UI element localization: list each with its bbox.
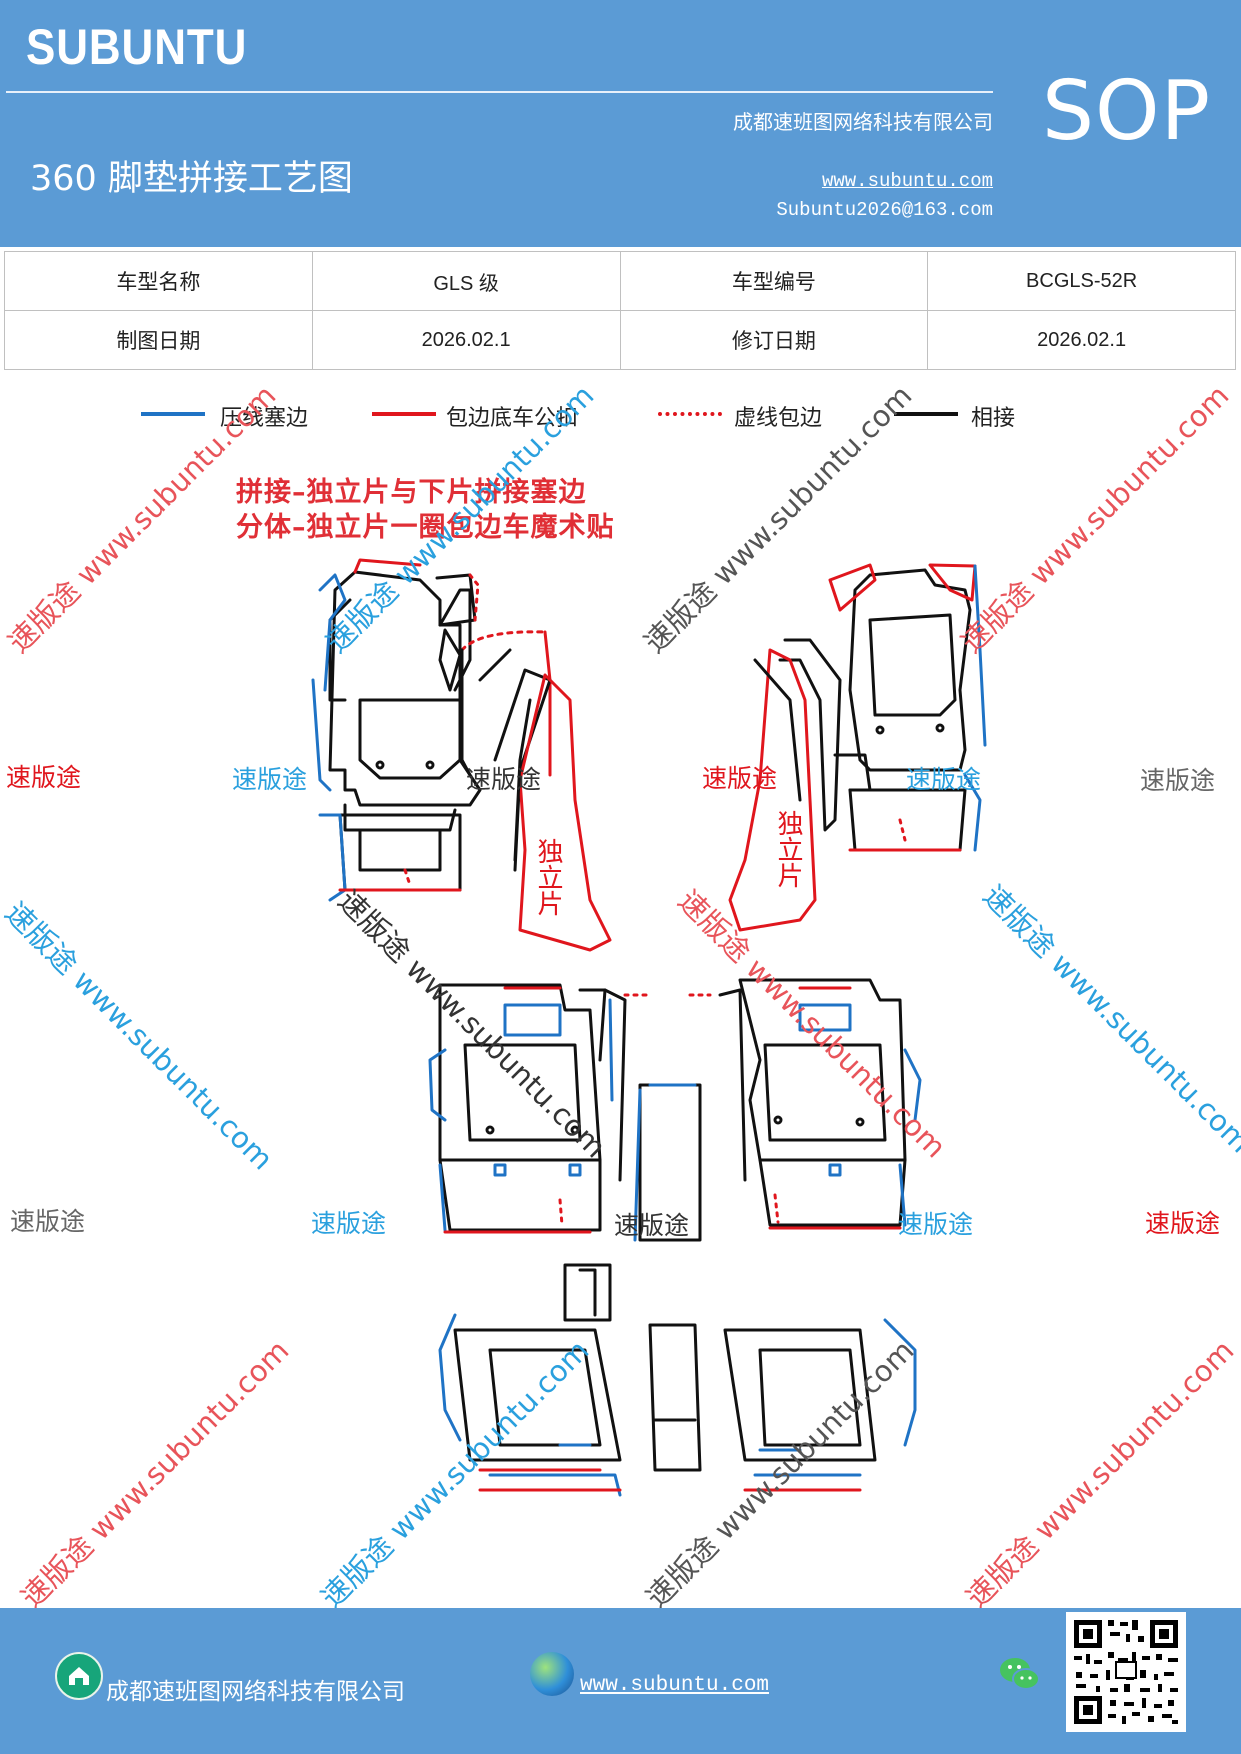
header-bar xyxy=(0,0,1241,247)
piece-label-right-text: 独立片 xyxy=(773,810,803,888)
table-row: 车型名称 GLS 级 车型编号 BCGLS-52R xyxy=(4,251,1236,311)
legend-swatch-black xyxy=(894,412,958,416)
home-icon xyxy=(55,1652,103,1700)
header-website-link[interactable]: www.subuntu.com xyxy=(821,170,993,192)
model-code-label: 车型编号 xyxy=(619,251,929,311)
qr-code xyxy=(1066,1612,1186,1732)
home-icon-glyph xyxy=(69,1667,89,1685)
rear-row-mats xyxy=(438,1263,917,1497)
header-email: Subuntu2026@163.com xyxy=(776,199,993,221)
draw-date-value: 2026.02.1 xyxy=(311,310,621,370)
piece-label-left: 独立片 xyxy=(533,838,563,916)
sop-badge: SOP xyxy=(1042,64,1212,159)
qr-code-pattern xyxy=(1074,1620,1178,1724)
legend-label: 包边底车公扣 xyxy=(446,406,579,431)
wechat-icon-glyph xyxy=(1000,1658,1040,1690)
table-row: 制图日期 2026.02.1 修订日期 2026.02.1 xyxy=(4,310,1236,370)
footer-company: 成都速班图网络科技有限公司 xyxy=(106,1679,405,1705)
vehicle-info-table: 车型名称 GLS 级 车型编号 BCGLS-52R 制图日期 2026.02.1… xyxy=(4,251,1236,370)
piece-label-right: 独立片 xyxy=(773,810,803,888)
legend-label: 虚线包边 xyxy=(734,406,823,431)
globe-icon xyxy=(530,1652,574,1696)
footer-website-link[interactable]: www.subuntu.com xyxy=(580,1674,770,1697)
brand-logo: SUBUNTU xyxy=(26,19,248,75)
header-company: 成都速班图网络科技有限公司 xyxy=(733,110,993,134)
revise-date-label: 修订日期 xyxy=(619,310,929,370)
legend-swatch-red-dotted xyxy=(658,412,722,416)
legend-swatch-red xyxy=(372,412,436,416)
front-right-mat xyxy=(728,563,987,932)
wechat-icon[interactable] xyxy=(996,1652,1044,1696)
revise-date-value: 2026.02.1 xyxy=(927,310,1236,370)
front-left-mat xyxy=(311,558,612,952)
middle-row-mats xyxy=(428,978,922,1242)
header-divider xyxy=(6,91,993,93)
model-name-value: GLS 级 xyxy=(311,251,621,311)
piece-label-left-text: 独立片 xyxy=(533,838,563,916)
note-line-2: 分体–独立片一圈包边车魔术贴 xyxy=(236,512,615,543)
legend-label: 相接 xyxy=(971,406,1016,431)
draw-date-label: 制图日期 xyxy=(4,310,313,370)
model-name-label: 车型名称 xyxy=(4,251,313,311)
document-title: 360 脚垫拼接工艺图 xyxy=(30,159,353,199)
legend-label: 压线塞边 xyxy=(220,406,309,431)
model-code-value: BCGLS-52R xyxy=(927,251,1236,311)
line-legend: 压线塞边 包边底车公扣 虚线包边 相接 xyxy=(0,400,1241,434)
note-line-1: 拼接–独立片与下片拼接塞边 xyxy=(236,477,587,508)
legend-swatch-blue xyxy=(141,412,205,416)
